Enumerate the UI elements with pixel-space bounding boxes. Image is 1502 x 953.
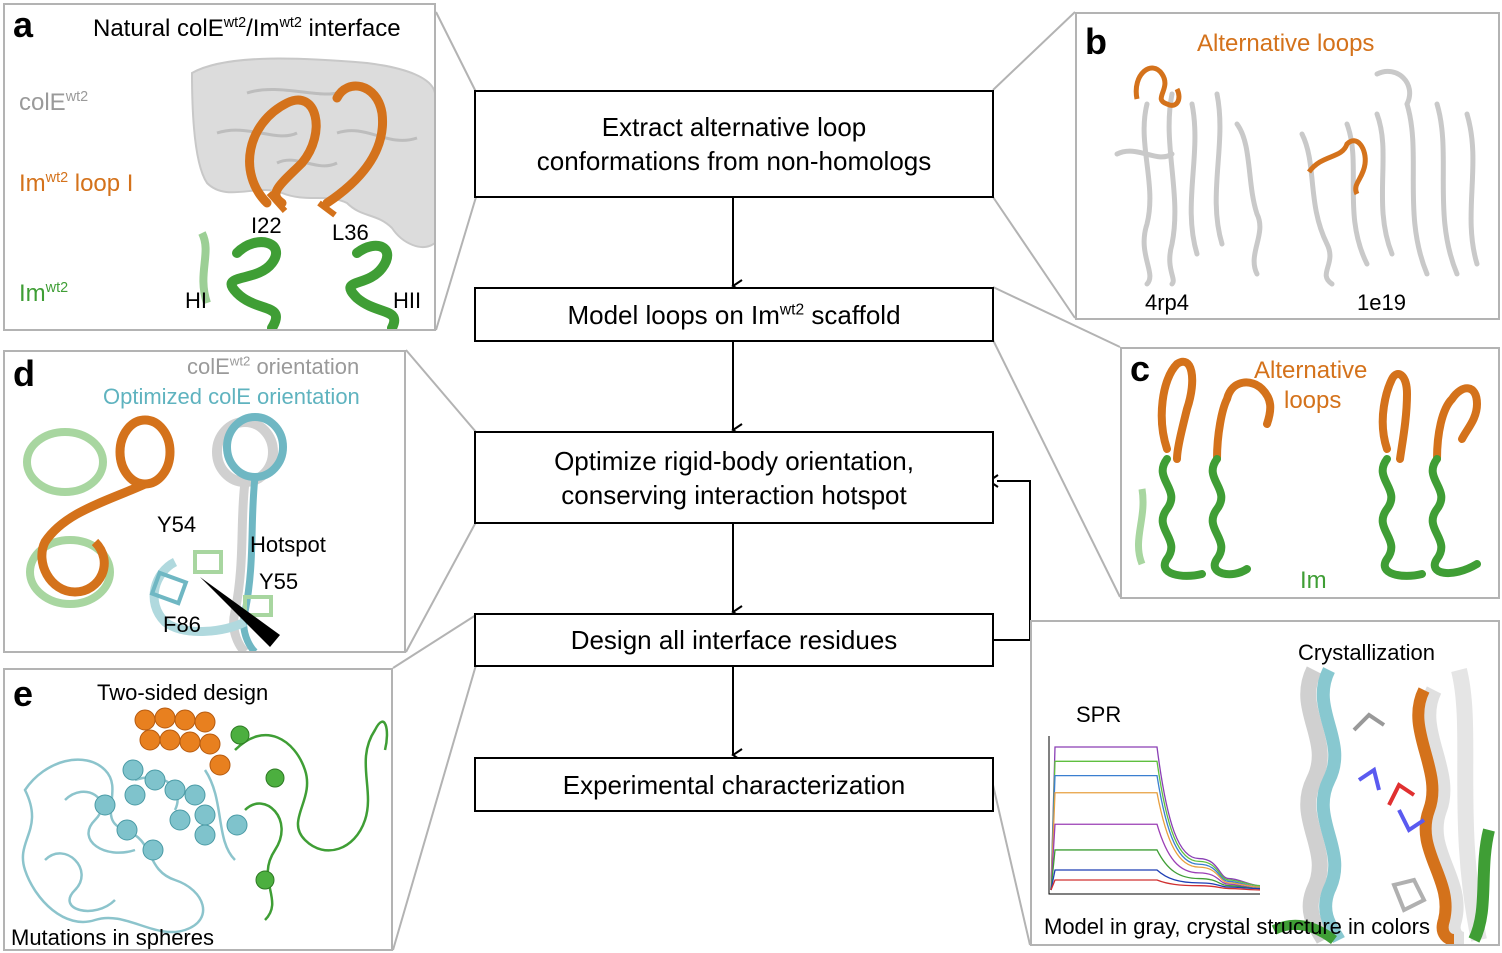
step4-label: Design all interface residues (570, 625, 898, 655)
panel-a-title: Natural colEwt2/Imwt2 interface (93, 15, 401, 43)
flow-step-optimize: Optimize rigid-body orientation, conserv… (474, 431, 994, 524)
im-text: Im (19, 280, 46, 307)
panel-c: c Alternative loops Im (1120, 347, 1500, 599)
spr-curve-5 (1050, 823, 1261, 891)
residue-y55: Y55 (259, 569, 299, 594)
panel-b: b Alternative loops 4rp4 1e19 (1075, 12, 1500, 320)
panel-c-title-line1: Alternative (1254, 357, 1368, 384)
panel-a: a Natural colEwt2/Imwt2 interface colEwt… (3, 3, 436, 331)
panel-e-title: Two-sided design (97, 680, 269, 705)
legend-optimized-orientation: Optimized colE orientation (103, 384, 360, 409)
im-label: Imwt2 (19, 280, 68, 308)
loop-sup: wt2 (45, 170, 69, 186)
title-text-mid: /Im (246, 15, 280, 42)
legend1-text: colE (187, 354, 230, 379)
residue-f86: F86 (163, 612, 201, 637)
spr-chart (1048, 736, 1261, 895)
cole-label: colEwt2 (19, 89, 88, 117)
panel-d-structure (23, 413, 287, 651)
helix-hii: HII (393, 288, 422, 313)
panel-c-structures (1135, 357, 1482, 580)
cole-sup: wt2 (65, 89, 89, 105)
step2-sup: wt2 (779, 300, 805, 318)
im-loop-label: Imwt2 loop I (19, 170, 133, 198)
panel-letter-d: d (13, 353, 35, 394)
legend1-sup: wt2 (229, 353, 251, 369)
im-sup: wt2 (45, 280, 69, 296)
panel-e: e Two-sided design Mutations in spheres (3, 668, 393, 951)
panel-c-title-line2: loops (1284, 387, 1342, 414)
title-text: Natural colE (93, 15, 224, 42)
panel-d: d colEwt2 orientation Optimized colE ori… (3, 350, 406, 653)
step2-text: Model loops on Im (567, 299, 780, 330)
step3-line1: Optimize rigid-body orientation, (554, 445, 914, 476)
panel-c-im-label: Im (1300, 567, 1327, 594)
spr-curve-1 (1050, 746, 1261, 891)
panel-f: Crystallization SPR Model in gray, cryst… (1030, 620, 1500, 946)
title-sup-2: wt2 (279, 15, 302, 31)
panel-letter-a: a (13, 4, 34, 45)
pdb-1e19-label: 1e19 (1357, 290, 1406, 315)
step1-line1: Extract alternative loop (601, 112, 867, 142)
legend1-text-post: orientation (250, 354, 360, 379)
panel-letter-c: c (1130, 348, 1151, 389)
panel-letter-b: b (1085, 21, 1107, 62)
spr-curve-4 (1050, 792, 1261, 891)
residue-l36: L36 (332, 220, 369, 245)
flow-step-design: Design all interface residues (474, 613, 994, 667)
crystallization-label: Crystallization (1298, 640, 1435, 665)
step5-label: Experimental characterization (562, 769, 906, 800)
crystal-structure (1271, 666, 1495, 944)
loop-text: Im (19, 170, 46, 197)
hotspot-label: Hotspot (250, 532, 326, 557)
helix-hi: HI (185, 288, 207, 313)
step1-line2: conformations from non-homologs (536, 146, 932, 176)
title-text-post: interface (301, 15, 401, 42)
step2-label: Model loops on Imwt2 scaffold (567, 298, 900, 332)
spr-curve-2 (1050, 760, 1261, 891)
residue-y54: Y54 (157, 512, 197, 537)
step2-text-post: scaffold (804, 299, 901, 330)
spr-curve-8 (1050, 879, 1261, 891)
flow-step-experimental: Experimental characterization (474, 757, 994, 812)
flow-step-extract-loops: Extract alternative loop conformations f… (474, 90, 994, 198)
spr-curve-7 (1050, 869, 1261, 891)
panel-b-title: Alternative loops (1197, 30, 1375, 57)
panel-a-structure (190, 57, 434, 329)
legend-cole-orientation: colEwt2 orientation (187, 354, 359, 379)
spr-curve-6 (1050, 849, 1261, 891)
pdb-4rp4-label: 4rp4 (1145, 290, 1190, 315)
spr-axes (1048, 736, 1260, 895)
title-sup: wt2 (223, 15, 247, 31)
spr-curve-3 (1050, 774, 1261, 891)
flow-step-model-loops: Model loops on Imwt2 scaffold (474, 287, 994, 342)
panel-f-caption: Model in gray, crystal structure in colo… (1044, 914, 1430, 939)
panel-e-caption: Mutations in spheres (11, 925, 214, 950)
panel-b-structures (1114, 65, 1480, 287)
cole-text: colE (19, 89, 66, 116)
step3-line2: conserving interaction hotspot (561, 479, 907, 510)
panel-e-structure (21, 707, 389, 934)
spr-label: SPR (1076, 702, 1122, 727)
panel-letter-e: e (13, 673, 34, 714)
residue-i22: I22 (251, 213, 282, 238)
loop-text-post: loop I (68, 170, 134, 197)
